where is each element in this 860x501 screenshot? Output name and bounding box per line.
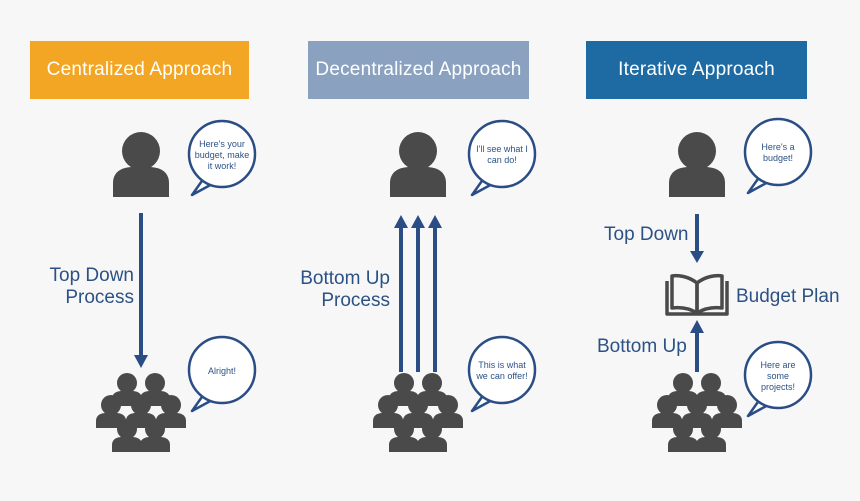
- speech-text-team: Here are some projects!: [760, 359, 796, 392]
- team-group-icon: [96, 373, 186, 452]
- team-group-icon: [373, 373, 463, 452]
- decentralized-header: Decentralized Approach: [308, 41, 529, 99]
- bottom-up-process-label: Bottom Up Process: [290, 268, 390, 312]
- centralized-header: Centralized Approach: [30, 41, 249, 99]
- bottom-up-arrow: [690, 320, 704, 372]
- speech-text-team: Alright!: [207, 365, 236, 376]
- label-line-1: Top Down: [49, 265, 135, 286]
- speech-text-manager: I'll see what I can do!: [476, 144, 528, 165]
- top-down-label: Top Down: [604, 224, 689, 245]
- open-book-icon: [665, 273, 729, 316]
- iterative-header: Iterative Approach: [586, 41, 807, 99]
- team-group-icon: [652, 373, 742, 452]
- label-line-2: Process: [65, 287, 134, 308]
- label-line-1: Bottom Up: [300, 268, 390, 289]
- top-down-process-label: Top Down Process: [40, 265, 135, 309]
- manager-person-icon: [669, 132, 725, 197]
- top-down-arrow: [134, 213, 148, 368]
- speech-text-manager: Here's your budget, make it work!: [194, 138, 250, 171]
- manager-person-icon: [390, 132, 446, 197]
- speech-text-team: This is what we can offer!: [476, 360, 528, 381]
- speech-text-manager: Here's a budget!: [761, 142, 795, 163]
- label-line-2: Process: [321, 290, 390, 311]
- manager-person-icon: [113, 132, 169, 197]
- bottom-up-label: Bottom Up: [597, 336, 687, 357]
- budget-plan-label: Budget Plan: [736, 286, 840, 307]
- top-down-arrow: [690, 214, 704, 263]
- bottom-up-arrows: [394, 215, 442, 372]
